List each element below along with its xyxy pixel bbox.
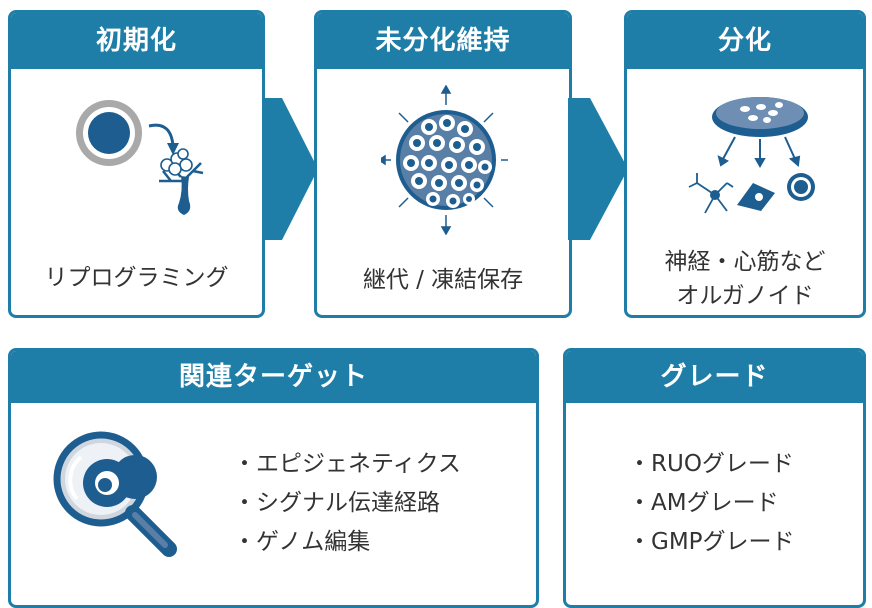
list-item: ・シグナル伝達経路 (233, 490, 440, 516)
list-item: ・ゲノム編集 (233, 529, 371, 555)
arrow-right-icon (568, 98, 628, 240)
step-label: 継代 / 凍結保存 (362, 267, 524, 293)
step-box-differentiation: 分化 神経・心筋など オルガノイド (624, 10, 866, 318)
step-box-undifferentiated-maintenance: 未分化維持 継代 / 凍結保存 (314, 10, 572, 318)
grade-list: ・RUOグレード ・AMグレード ・GMPグレード (628, 445, 795, 562)
step-title: 分化 (627, 13, 863, 69)
step-label-line1: 神経・心筋など (664, 249, 826, 275)
section-title: 関連ターゲット (11, 351, 536, 403)
differentiation-dish-icon (688, 97, 815, 214)
reprogramming-cell-icon (76, 100, 204, 215)
list-item: ・AMグレード (628, 490, 779, 516)
grades-box: グレード ・RUOグレード ・AMグレード ・GMPグレード (563, 348, 866, 608)
step-box-initialization: 初期化 リプログラミング (8, 10, 265, 318)
related-targets-box: 関連ターゲット ・エピジェネティクス ・シグナル伝達経路 ・ゲノム編集 (8, 348, 539, 608)
list-item: ・RUOグレード (628, 451, 794, 477)
section-title: グレード (566, 351, 863, 403)
target-list: ・エピジェネティクス ・シグナル伝達経路 ・ゲノム編集 (233, 445, 461, 562)
step-label-line2: オルガノイド (676, 283, 814, 309)
step-title: 初期化 (11, 13, 262, 69)
step-label: リプログラミング (44, 265, 229, 291)
cell-colony-icon (381, 85, 508, 235)
magnifying-glass-icon (53, 431, 177, 557)
step-title: 未分化維持 (317, 13, 569, 69)
arrow-right-icon (262, 98, 318, 240)
list-item: ・GMPグレード (628, 529, 795, 555)
list-item: ・エピジェネティクス (233, 451, 461, 477)
